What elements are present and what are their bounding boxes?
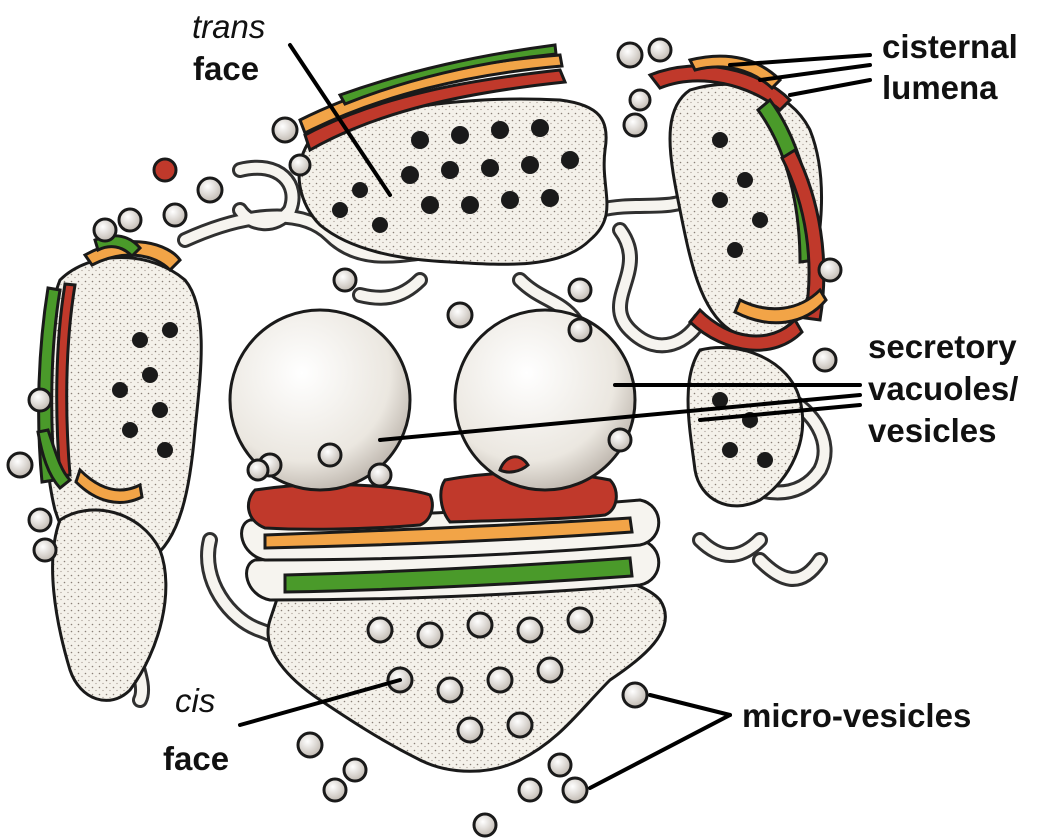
secretory-label-2: vacuoles/ xyxy=(868,370,1018,407)
cisternal-leader-2 xyxy=(760,65,870,80)
micro-vesicles-leader-2 xyxy=(590,715,730,788)
cisternal-lumena-label-1: cisternal xyxy=(882,28,1018,65)
cis-face-label: face xyxy=(163,740,229,777)
micro-vesicles-label: micro-vesicles xyxy=(742,697,971,734)
micro-vesicles-leader-1 xyxy=(650,695,730,715)
central-cisternae xyxy=(242,473,659,601)
cis-face-label-italic: cis xyxy=(175,682,215,719)
trans-face-label-italic: trans xyxy=(192,8,265,45)
secretory-vacuole-right xyxy=(455,310,635,490)
secretory-label-1: secretory xyxy=(868,328,1017,365)
trans-face-label: face xyxy=(193,50,259,87)
right-lower-mass xyxy=(688,347,803,505)
cisternal-leader-3 xyxy=(790,80,870,95)
cisternal-lumena-label-2: lumena xyxy=(882,69,998,106)
left-lower-mass xyxy=(53,510,166,700)
secretory-label-3: vesicles xyxy=(868,412,996,449)
